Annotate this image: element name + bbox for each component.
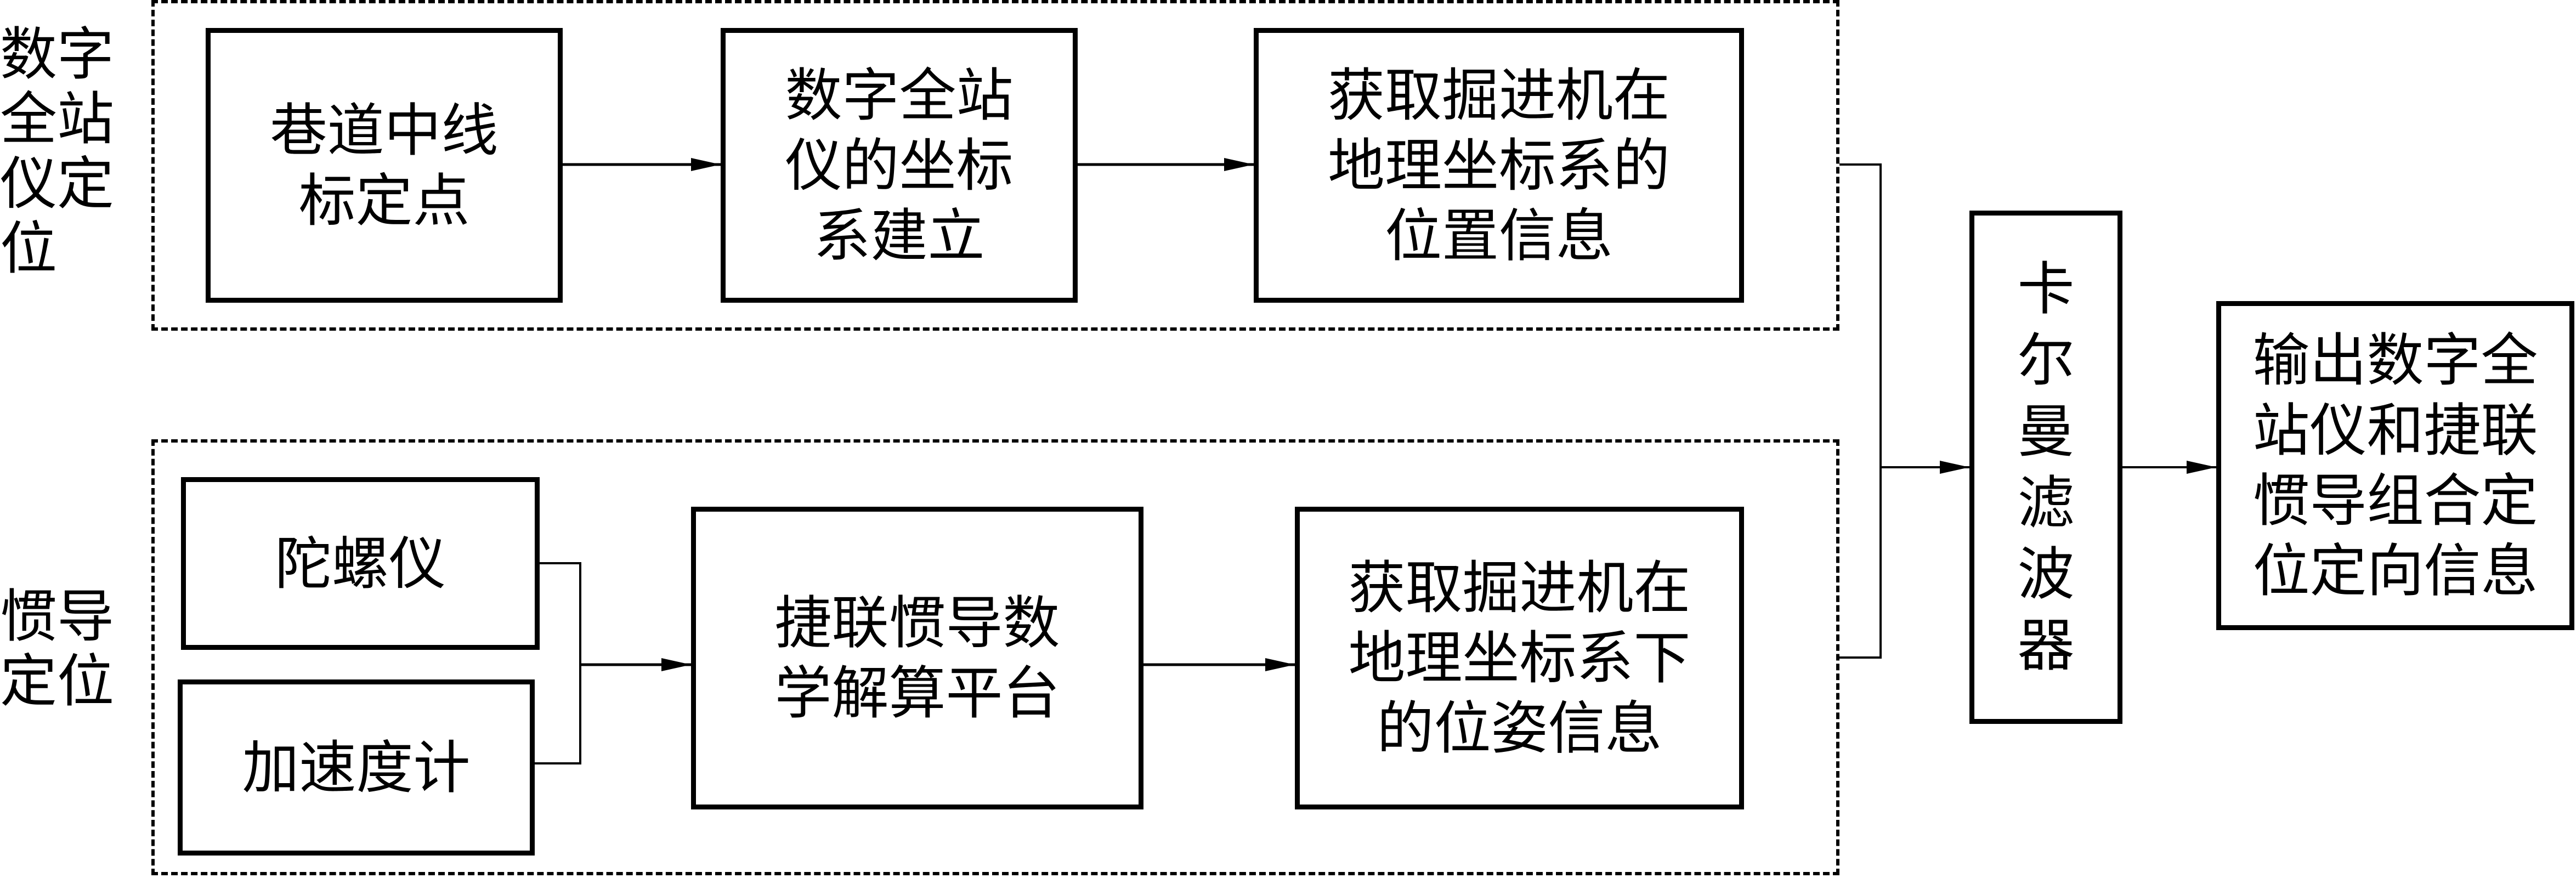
- node-gyroscope: 陀螺仪: [181, 477, 540, 650]
- node-kalman-filter: 卡 尔 曼 滤 波 器: [1969, 211, 2122, 724]
- node-ts-position: 获取掘进机在 地理坐标系的 位置信息: [1254, 28, 1744, 303]
- group-total-station-frame: [151, 0, 1839, 331]
- node-total-station-coord: 数字全站 仪的坐标 系建立: [721, 28, 1078, 303]
- node-centerline-point: 巷道中线 标定点: [206, 28, 563, 303]
- group-label-total-station: 数字 全站 仪定 位: [0, 21, 115, 282]
- node-sins-platform: 捷联惯导数 学解算平台: [691, 507, 1143, 809]
- edge-groups-bracket: [1839, 163, 1882, 659]
- node-output: 输出数字全 站仪和捷联 惯导组合定 位定向信息: [2216, 301, 2574, 630]
- node-accelerometer: 加速度计: [178, 679, 535, 856]
- node-ins-pose: 获取掘进机在 地理坐标系下 的位姿信息: [1295, 507, 1744, 809]
- group-label-inertial: 惯导 定位: [0, 583, 115, 715]
- group-inertial-frame: [151, 439, 1839, 875]
